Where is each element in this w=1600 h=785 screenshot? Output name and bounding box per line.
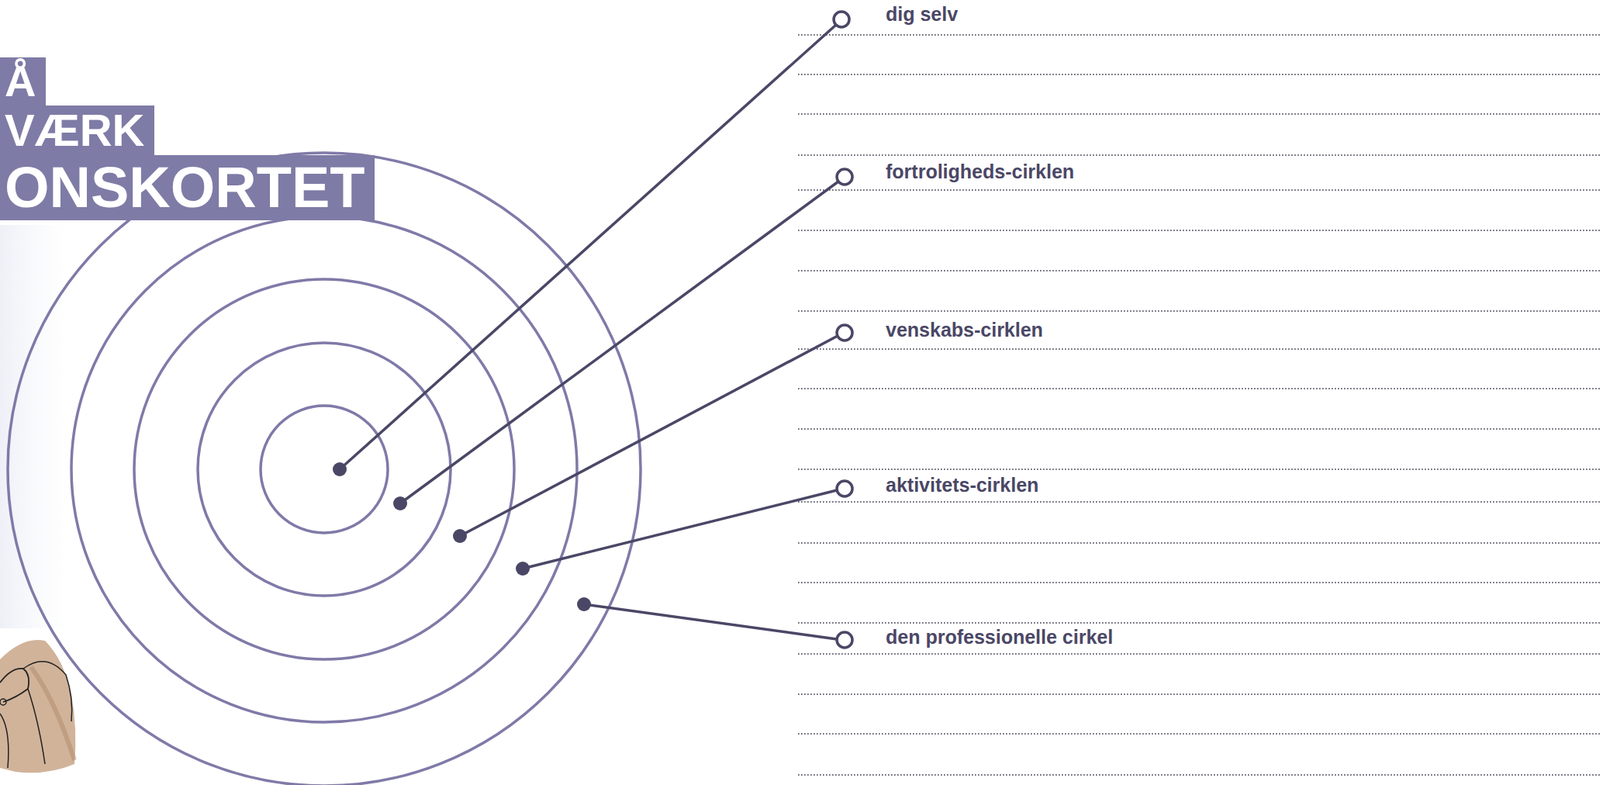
writing-line: [798, 501, 1600, 503]
circle-label: venskabs-cirklen: [885, 319, 1044, 342]
writing-line: [798, 468, 1600, 470]
writing-line: [798, 154, 1600, 156]
title-band: ONSKORTET: [0, 155, 375, 221]
title-line: VÆRK: [4, 107, 145, 153]
writing-line: [798, 653, 1600, 655]
writing-line: [798, 310, 1600, 312]
leader-dots: [332, 462, 591, 612]
writing-line: [798, 542, 1600, 544]
writing-line: [798, 428, 1600, 430]
writing-line: [798, 387, 1600, 390]
writing-line: [798, 73, 1600, 76]
title-band: VÆRK: [0, 105, 155, 156]
writing-line: [798, 269, 1600, 272]
writing-line: [798, 113, 1600, 115]
leader-rings: [833, 11, 853, 648]
leader-lines: [339, 24, 839, 640]
title-line: ONSKORTET: [4, 158, 366, 217]
illustration: [0, 639, 76, 773]
writing-line: [798, 693, 1600, 695]
circle-label: dig selv: [885, 3, 958, 26]
writing-line: [798, 581, 1600, 584]
writing-line: [798, 732, 1600, 735]
writing-line: [798, 34, 1600, 36]
title-band: Å: [0, 57, 46, 106]
title-line: Å: [4, 59, 36, 104]
writing-line: [798, 622, 1600, 624]
circle-label: aktivitets-cirklen: [885, 474, 1039, 497]
concentric-circles: [7, 152, 641, 785]
writing-lines: [798, 34, 1600, 775]
writing-line: [798, 229, 1600, 232]
writing-line: [798, 774, 1600, 776]
writing-line: [798, 348, 1600, 350]
background-fade: [0, 224, 86, 629]
circle-label: den professionelle cirkel: [885, 626, 1113, 649]
circle-label: fortroligheds-cirklen: [885, 161, 1075, 184]
writing-line: [798, 189, 1600, 191]
